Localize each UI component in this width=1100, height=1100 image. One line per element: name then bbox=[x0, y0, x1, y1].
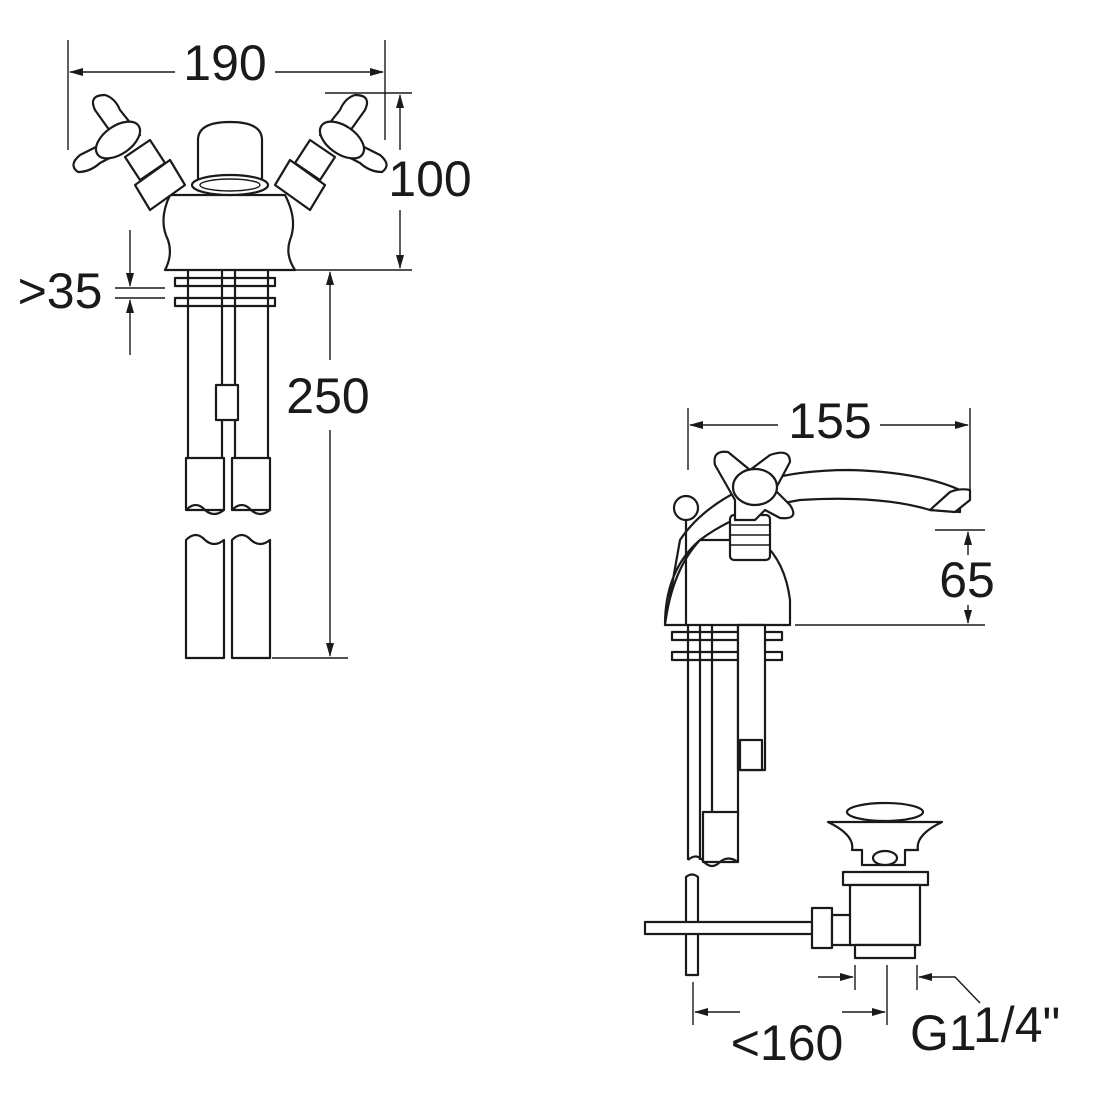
supply-pipes bbox=[184, 270, 272, 660]
dim-projection-155: 155 bbox=[788, 393, 871, 449]
lift-rod-knob bbox=[672, 494, 700, 522]
right-cross-handle bbox=[273, 93, 388, 212]
dim-deck-35: >35 bbox=[18, 263, 103, 319]
spout-outlet bbox=[196, 120, 264, 187]
dim-spout-height-65: 65 bbox=[939, 552, 995, 608]
dim-width-190: 190 bbox=[183, 35, 266, 91]
dim-pipe-250: 250 bbox=[286, 368, 369, 424]
dim-height-100: 100 bbox=[388, 151, 471, 207]
pop-up-waste bbox=[826, 801, 944, 960]
side-cross-handle bbox=[713, 450, 795, 562]
thread-fraction: 1/4" bbox=[973, 997, 1060, 1053]
dim-waste-thread: G11/4" bbox=[910, 997, 1060, 1061]
mixer-body bbox=[162, 193, 297, 272]
front-view: 190 100 >35 250 bbox=[18, 35, 472, 660]
side-view: 155 65 <160 G11/4" bbox=[643, 393, 1060, 1071]
left-cross-handle bbox=[72, 93, 187, 212]
dim-pull-rod-160: <160 bbox=[731, 1015, 844, 1071]
thread-prefix: G1 bbox=[910, 1005, 975, 1061]
